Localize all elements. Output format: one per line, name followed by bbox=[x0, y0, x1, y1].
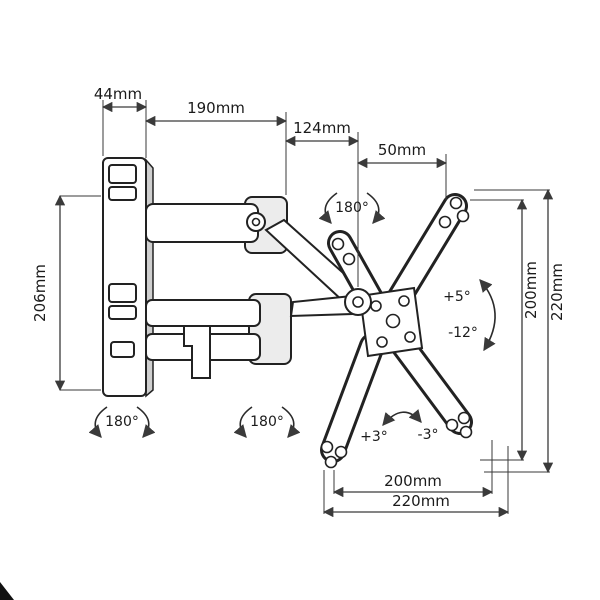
dimension-right: 200mm 220mm bbox=[470, 188, 566, 474]
dim-label-right-220mm: 220mm bbox=[548, 263, 566, 321]
dim-label-190mm: 190mm bbox=[187, 99, 245, 117]
dim-label-bottom-200mm: 200mm bbox=[384, 472, 442, 490]
dim-label-bottom-220mm: 220mm bbox=[392, 492, 450, 510]
wall-plate bbox=[102, 157, 154, 398]
cable-hook bbox=[183, 325, 211, 379]
dim-label-44mm: 44mm bbox=[94, 85, 142, 103]
angle-label-swivel-elbow: 180° bbox=[250, 414, 284, 430]
ball-joint bbox=[344, 288, 372, 316]
angle-roll: +3° -3° bbox=[360, 409, 439, 445]
angle-label-swivel-head: 180° bbox=[335, 200, 369, 216]
swivel-wall-arrow-left bbox=[88, 406, 108, 438]
dim-label-124mm: 124mm bbox=[293, 119, 351, 137]
angle-tilt: +5° -12° bbox=[443, 279, 496, 352]
upper-arm-assembly bbox=[145, 196, 362, 304]
tilt-arrow bbox=[479, 279, 496, 352]
angle-swivel-head: 180° bbox=[318, 192, 386, 224]
dim-label-50mm: 50mm bbox=[378, 141, 426, 159]
dimension-left: 206mm bbox=[31, 194, 101, 392]
roll-arrow bbox=[382, 409, 422, 426]
angle-label-tilt-up: +5° bbox=[443, 289, 471, 305]
angle-label-roll-plus: +3° bbox=[360, 429, 388, 445]
vesa-plate bbox=[320, 193, 473, 469]
dim-label-206mm: 206mm bbox=[31, 264, 49, 322]
lower-arm-assembly bbox=[145, 293, 353, 379]
swivel-elbow-arrow-left bbox=[233, 406, 253, 438]
dim-label-right-200mm: 200mm bbox=[522, 261, 540, 319]
angle-label-roll-minus: -3° bbox=[418, 427, 439, 443]
vesa-mounting-holes bbox=[320, 196, 473, 469]
swivel-wall-arrow-right bbox=[136, 406, 156, 438]
swivel-head-arrow-right bbox=[366, 192, 386, 224]
dimension-bottom: 200mm 220mm bbox=[322, 440, 510, 518]
angle-swivel-wall: 180° bbox=[88, 406, 156, 438]
dimension-top: 44mm 190mm 124mm 50mm bbox=[94, 85, 448, 287]
angle-swivel-elbow: 180° bbox=[233, 406, 301, 438]
angle-label-swivel-wall: 180° bbox=[105, 414, 139, 430]
swivel-head-arrow-left bbox=[318, 192, 338, 224]
photo-corner-mark bbox=[0, 582, 14, 600]
angle-label-tilt-down: -12° bbox=[448, 325, 478, 341]
swivel-elbow-arrow-right bbox=[281, 406, 301, 438]
